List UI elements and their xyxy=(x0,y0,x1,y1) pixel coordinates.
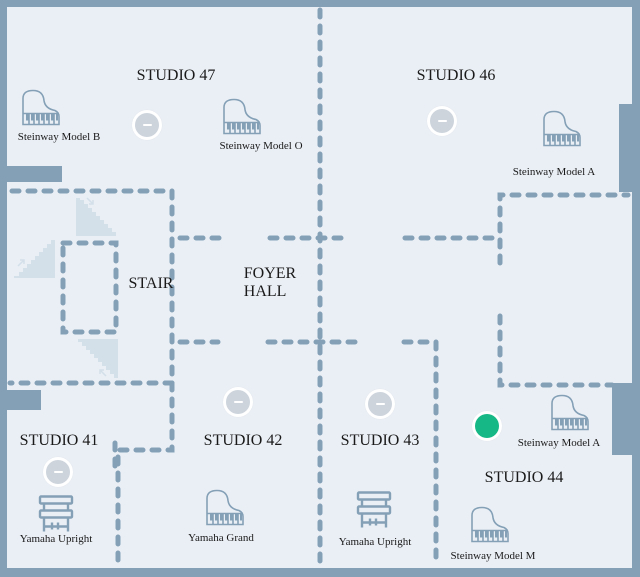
wall-right xyxy=(632,0,640,577)
room-label-foyer-hall: FOYER HALL xyxy=(244,265,296,301)
wall-block-studio46 xyxy=(619,104,632,192)
minus-icon xyxy=(53,470,63,474)
wall-block-studio44 xyxy=(612,383,632,455)
grand-piano-icon[interactable] xyxy=(542,110,582,155)
upright-piano-icon[interactable] xyxy=(38,495,74,538)
wall-top xyxy=(0,0,640,7)
room-label-studio-47: STUDIO 47 xyxy=(136,67,216,84)
status-marker-studio-42[interactable] xyxy=(223,387,253,417)
stair-arrows xyxy=(17,197,107,377)
status-marker-studio-41[interactable] xyxy=(43,457,73,487)
instrument-label: Yamaha Grand xyxy=(188,532,254,544)
instrument-label: Steinway Model M xyxy=(450,550,536,562)
status-marker-studio-47[interactable] xyxy=(132,110,162,140)
upright-piano-icon[interactable] xyxy=(356,491,392,534)
room-label-foyer-line1: FOYER xyxy=(243,265,297,282)
room-label-studio-41: STUDIO 41 xyxy=(19,432,99,449)
grand-piano-icon[interactable] xyxy=(550,394,590,439)
partition-stair-core xyxy=(60,240,119,335)
minus-icon xyxy=(375,402,385,406)
partition-studio44-alcove xyxy=(497,313,615,388)
wall-bottom xyxy=(0,568,640,577)
stair-steps xyxy=(14,198,118,378)
wall-block-studio41 xyxy=(7,390,41,410)
instrument-label: Yamaha Upright xyxy=(338,536,412,548)
wall-left xyxy=(0,0,7,577)
partition-studio41-42 xyxy=(115,380,175,569)
instrument-label: Steinway Model A xyxy=(517,437,601,449)
stair-arrow-down-icon xyxy=(86,197,94,205)
minus-icon xyxy=(142,123,152,127)
partition-studio46-alcove xyxy=(497,192,631,266)
status-marker-studio-43[interactable] xyxy=(365,389,395,419)
stair-flight-left xyxy=(14,240,55,278)
stair-flight-bottom xyxy=(78,339,118,378)
room-label-stair: STAIR xyxy=(128,275,174,292)
grand-piano-icon[interactable] xyxy=(205,489,245,534)
partition-stair-outer xyxy=(7,188,175,386)
stair-arrow-up-icon xyxy=(17,259,25,267)
stair-flight-top xyxy=(76,198,116,236)
wall-block-studio47 xyxy=(7,166,62,182)
minus-icon xyxy=(437,119,447,123)
partition-studio43-44 xyxy=(401,339,439,569)
stair-arrow-return-icon xyxy=(99,369,107,377)
instrument-label: Steinway Model A xyxy=(512,166,596,178)
status-marker-studio-44[interactable] xyxy=(472,411,502,441)
status-marker-studio-46[interactable] xyxy=(427,106,457,136)
room-label-studio-46: STUDIO 46 xyxy=(416,67,496,84)
instrument-label: Steinway Model O xyxy=(219,140,303,152)
instrument-label: Steinway Model B xyxy=(17,131,101,143)
grand-piano-icon[interactable] xyxy=(222,98,262,143)
partitions xyxy=(7,7,631,569)
room-label-studio-43: STUDIO 43 xyxy=(340,432,420,449)
instrument-label: Yamaha Upright xyxy=(19,533,93,545)
room-label-studio-44: STUDIO 44 xyxy=(484,469,564,486)
active-dot-icon xyxy=(475,414,499,438)
grand-piano-icon[interactable] xyxy=(470,506,510,551)
room-label-foyer-line2: HALL xyxy=(243,283,287,300)
grand-piano-icon[interactable] xyxy=(21,89,61,134)
room-label-studio-42: STUDIO 42 xyxy=(203,432,283,449)
minus-icon xyxy=(233,400,243,404)
